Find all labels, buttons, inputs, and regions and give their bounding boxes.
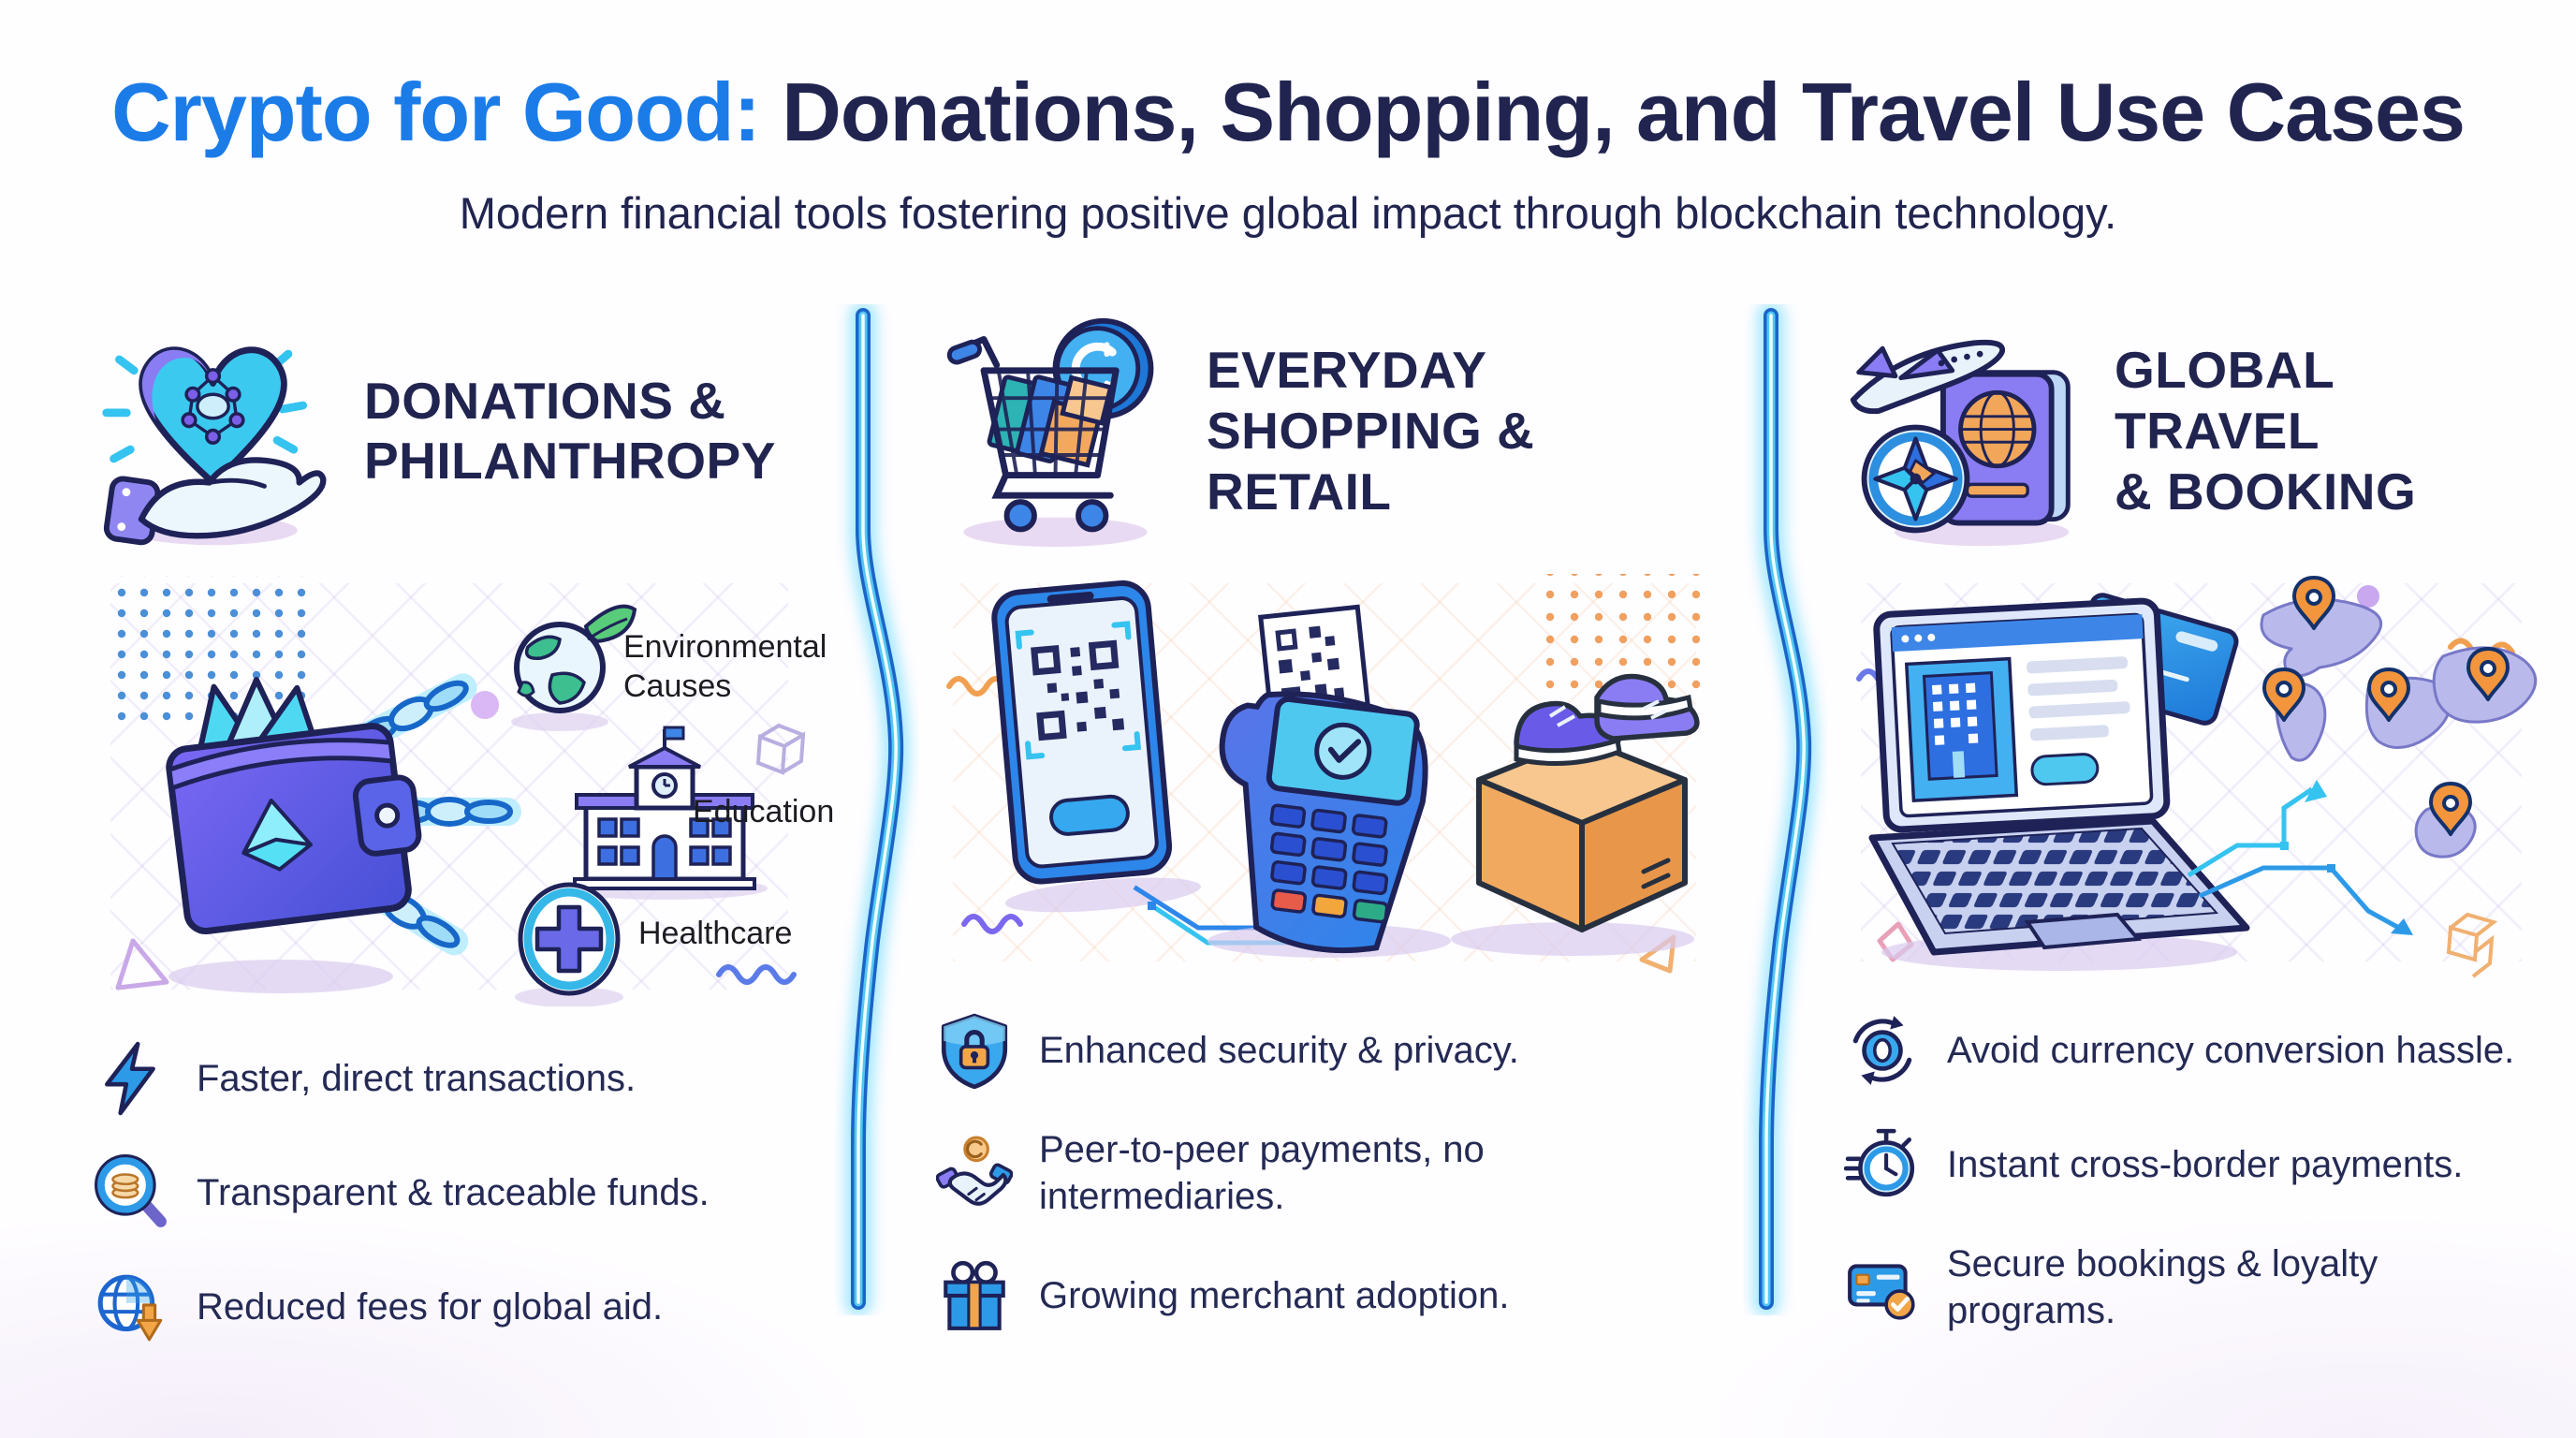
scan-frame (1015, 621, 1142, 760)
bullet-item: Faster, direct transactions. (94, 1040, 805, 1117)
page-title: Crypto for Good: Donations, Shopping, an… (0, 66, 2576, 158)
payment-terminal (1208, 605, 1451, 959)
donations-bullets: Faster, direct transactions. Transparent… (94, 1040, 805, 1345)
bullet-item: Enhanced security & privacy. (936, 1012, 1713, 1090)
world-map (2260, 576, 2538, 859)
donations-heading: DONATIONS & PHILANTHROPY (364, 371, 776, 491)
title-rest: Donations, Shopping, and Travel Use Case… (759, 66, 2466, 158)
wallet-chains-illustration (107, 576, 805, 1007)
laptop-booking (1868, 598, 2250, 972)
qr-code (1031, 640, 1125, 741)
circle-decoration (471, 691, 499, 720)
stopwatch-icon (1844, 1129, 1915, 1197)
squiggle-decoration (946, 676, 1008, 697)
squiggle-decoration (716, 964, 797, 986)
triangle-outline-decoration (115, 938, 169, 990)
airplane (1850, 339, 2006, 414)
travel-heading: GLOBAL TRAVEL & BOOKING (2115, 341, 2417, 521)
donations-illustration: Environmental Causes Education Healthcar… (94, 566, 834, 1007)
bullet-item: Instant cross-border payments. (1844, 1126, 2539, 1203)
travel-bullets: Avoid currency conversion hassle. Instan… (1844, 1012, 2539, 1334)
bullet-text: Avoid currency conversion hassle. (1947, 1030, 2515, 1072)
bullet-text: Enhanced security & privacy. (1039, 1030, 1519, 1072)
page-subtitle: Modern financial tools fostering positiv… (459, 188, 2117, 239)
sneakers (1514, 674, 1700, 767)
title-highlight: Crypto for Good: (111, 66, 761, 158)
bullet-item: Growing merchant adoption. (936, 1257, 1713, 1334)
magnifier-coins-icon (95, 1154, 167, 1228)
bullet-item: Secure bookings & loyalty programs. (1844, 1240, 2539, 1334)
bullet-text: Reduced fees for global aid. (197, 1286, 664, 1328)
glow-divider (844, 304, 911, 1316)
label-education: Education (693, 794, 835, 830)
gift-box-icon (944, 1261, 1005, 1331)
booking-illustration (1856, 576, 2538, 978)
education-school (562, 726, 768, 901)
donations-header: DONATIONS & PHILANTHROPY (94, 304, 805, 557)
environment-globe (511, 605, 637, 732)
shopping-illustration (936, 566, 1713, 978)
cube-outline-decoration (2446, 913, 2498, 978)
shopping-cart (946, 335, 1120, 533)
squiggle-decoration (961, 914, 1023, 935)
compass (1861, 424, 1970, 534)
glow-divider (1752, 304, 1819, 1316)
column-shopping: EVERYDAY SHOPPING & RETAIL (936, 304, 1713, 1334)
columns-row: DONATIONS & PHILANTHROPY (0, 304, 2576, 1345)
map-pins (2262, 576, 2510, 837)
cube-outline-decoration (755, 724, 805, 776)
bullet-text: Secure bookings & loyalty programs. (1947, 1243, 2378, 1332)
shoebox-sneakers (1451, 674, 1700, 957)
label-healthcare: Healthcare (638, 916, 793, 952)
shopping-header: EVERYDAY SHOPPING & RETAIL (936, 304, 1713, 557)
shopping-bullets: Enhanced security & privacy. Peer-to-pee… (936, 1012, 1713, 1334)
lightning-icon (105, 1042, 155, 1116)
bullet-item: Reduced fees for global aid. (94, 1269, 805, 1345)
phone-qr (991, 580, 1202, 913)
bullet-text: Instant cross-border payments. (1947, 1144, 2464, 1186)
label-environmental-causes: Environmental Causes (623, 629, 827, 704)
bullet-text: Faster, direct transactions. (197, 1058, 637, 1100)
bullet-item: Avoid currency conversion hassle. (1844, 1012, 2539, 1089)
payment-illustration (946, 574, 1704, 974)
handshake-coin-icon (936, 1136, 1013, 1207)
crypto-wallet (166, 677, 422, 994)
globe-down-arrow-icon (97, 1275, 163, 1342)
travel-passport-compass-icon (1850, 339, 2071, 546)
connection-lines (2187, 780, 2413, 936)
travel-header: GLOBAL TRAVEL & BOOKING (1844, 304, 2539, 557)
passport (1939, 370, 2071, 526)
column-travel: GLOBAL TRAVEL & BOOKING (1844, 304, 2539, 1334)
healthcare-cross (515, 882, 623, 1007)
shopping-heading: EVERYDAY SHOPPING & RETAIL (1207, 341, 1535, 521)
column-donations: DONATIONS & PHILANTHROPY (94, 304, 834, 1345)
heart-in-hand-icon (102, 346, 327, 546)
cart-coin-icon (946, 317, 1154, 547)
travel-illustration (1844, 566, 2539, 978)
card-check-icon (1848, 1264, 1915, 1320)
bullet-item: Transparent & traceable funds. (94, 1154, 805, 1231)
bullet-item: Peer-to-peer payments, no intermediaries… (936, 1126, 1713, 1220)
currency-rotate-icon (1852, 1016, 1912, 1086)
bullet-text: Transparent & traceable funds. (197, 1172, 710, 1214)
bullet-text: Growing merchant adoption. (1039, 1275, 1510, 1317)
shield-lock-icon (941, 1014, 1008, 1090)
page-header: Crypto for Good: Donations, Shopping, an… (0, 0, 2576, 239)
circle-decoration (2357, 585, 2379, 609)
bullet-text: Peer-to-peer payments, no intermediaries… (1039, 1129, 1485, 1218)
